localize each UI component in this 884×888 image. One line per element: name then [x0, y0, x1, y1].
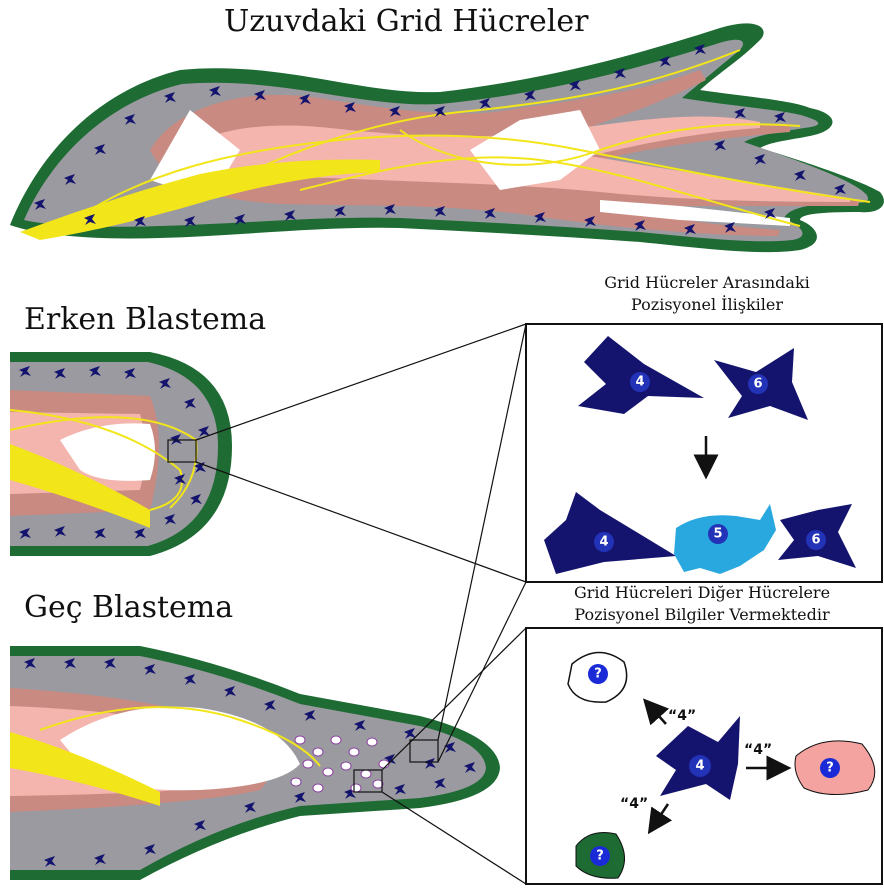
positional-info-panel: ? ? ? 4 “4” “4” “4”	[526, 628, 882, 884]
cell-label: 4	[695, 759, 704, 774]
late-blastema-illustration	[10, 646, 500, 880]
cell-label: ?	[826, 761, 834, 776]
cell-label: 4	[635, 375, 644, 390]
signal-label: “4”	[668, 708, 696, 724]
cell-label: 6	[811, 533, 820, 548]
cell-label: ?	[596, 849, 604, 864]
cell-label: 5	[713, 527, 722, 542]
limb-illustration	[10, 23, 884, 252]
cell-label: 6	[753, 377, 762, 392]
target-cell-pink: ?	[795, 741, 875, 795]
positional-relations-panel: 4 6 4 5 6	[526, 324, 882, 582]
target-cell-white: ?	[568, 652, 627, 702]
cell-label: ?	[594, 667, 602, 682]
cell-label: 4	[599, 535, 608, 550]
target-cell-green: ?	[576, 833, 625, 879]
signal-label: “4”	[620, 796, 648, 812]
signal-label: “4”	[744, 742, 772, 758]
early-blastema-illustration	[10, 352, 232, 556]
